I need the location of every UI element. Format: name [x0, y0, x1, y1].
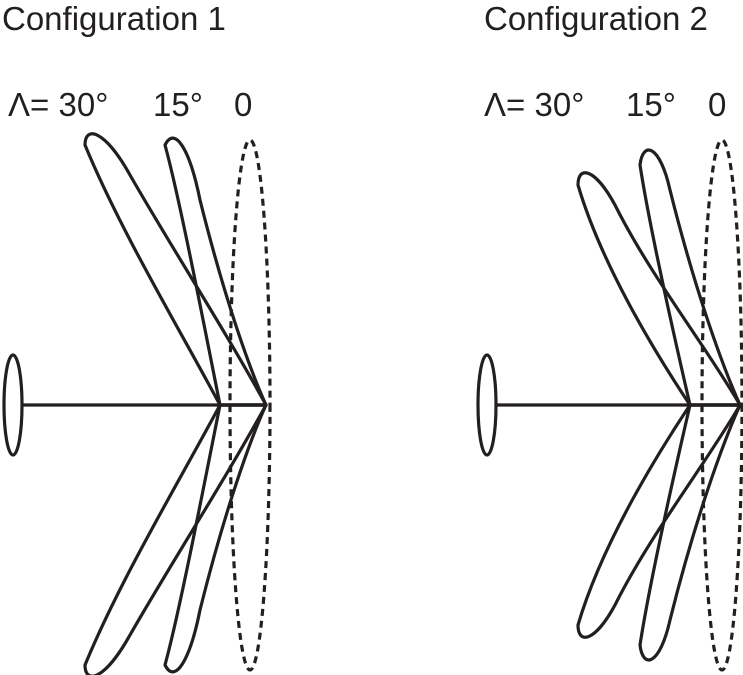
config-2-blade-30-lower	[576, 403, 742, 639]
config-1-blade-15-upper	[163, 136, 268, 407]
config-1-blade-15-lower	[163, 403, 268, 674]
config-2-blade-0	[700, 138, 743, 672]
config-1-tail-ellipse	[2, 353, 24, 457]
config-1-blade-30-lower	[83, 403, 268, 675]
config-2-tail-ellipse	[476, 353, 498, 457]
config-2-drawing	[476, 138, 743, 672]
config-2-blade-30-upper	[576, 171, 742, 407]
config-1-title: Configuration 1	[2, 0, 226, 37]
config-1-sweep-0-label: 0	[234, 86, 253, 123]
config-2-blade-15-upper	[638, 148, 742, 407]
config-1-blade-0	[228, 138, 272, 672]
config-2-sweep-0-label: 0	[708, 86, 727, 123]
config-1-blade-30-upper	[83, 132, 268, 407]
config-2-sweep-15-label: 15°	[626, 86, 676, 123]
config-1-drawing	[2, 132, 272, 675]
config-2-title: Configuration 2	[484, 0, 708, 37]
config-1-sweep-30-label: Λ= 30°	[8, 86, 109, 123]
config-2-blade-15-lower	[638, 403, 742, 662]
config-1-sweep-15-label: 15°	[153, 86, 203, 123]
config-2-sweep-30-label: Λ= 30°	[484, 86, 585, 123]
